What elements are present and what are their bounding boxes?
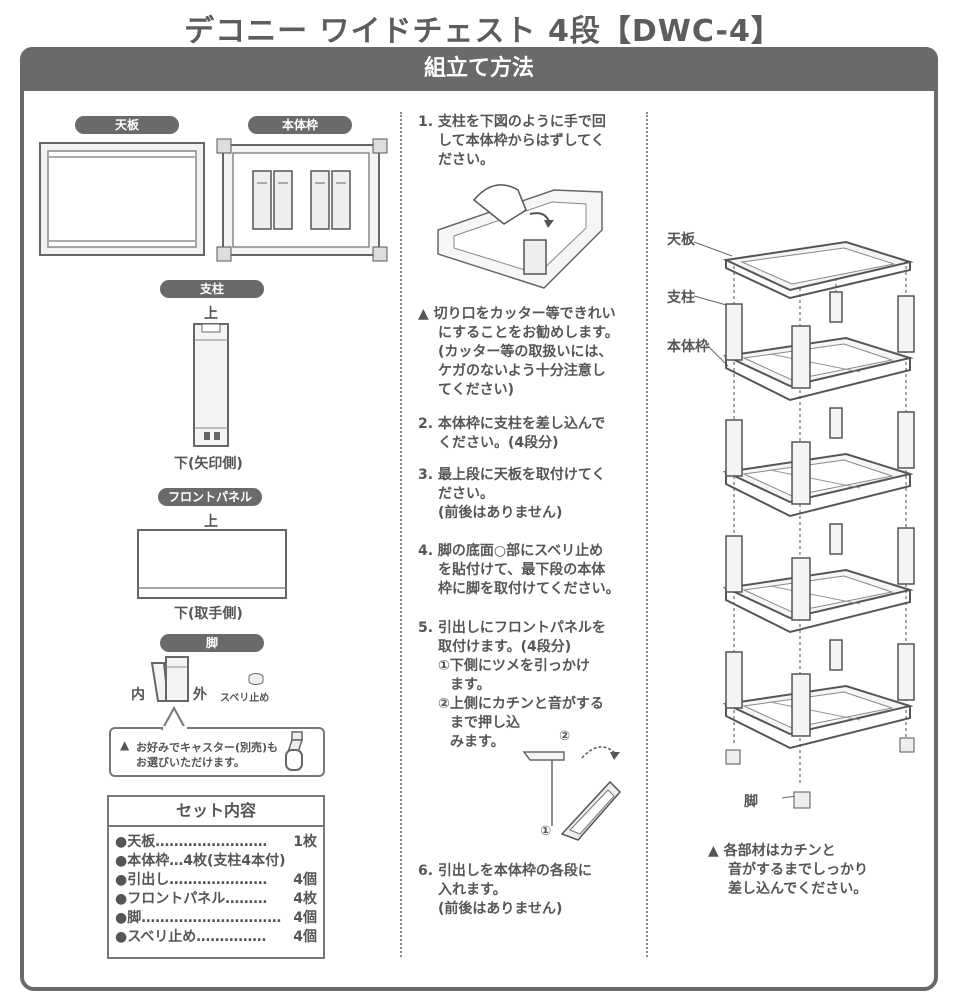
step-1-warning: ▲ 切り口をカッター等できれい にすることをお勧めします。 (カッター等の取扱い… bbox=[418, 306, 619, 398]
exploded-assembly-diagram bbox=[693, 240, 915, 809]
set-contents-heading: セット内容 bbox=[109, 797, 323, 827]
step-6: 6. 引出しを本体枠の各段に 入れます。 (前後はありません) bbox=[418, 863, 592, 917]
column-divider-right bbox=[646, 112, 648, 957]
set-item: ●脚…………………………4個 bbox=[115, 910, 317, 926]
caster-note-line-1: お好みでキャスター(別売)も bbox=[136, 741, 279, 754]
top-board-illustration bbox=[39, 142, 205, 256]
body-frame-tier bbox=[722, 291, 915, 402]
column-divider-left bbox=[400, 112, 402, 957]
label-top-board: 天板 bbox=[75, 116, 179, 134]
set-contents-box: セット内容 ●天板……………………1枚 ●本体枠…4枚(支柱4本付) ●引出し…… bbox=[107, 795, 325, 959]
set-item: ●引出し…………………4個 bbox=[115, 872, 317, 888]
warning-icon: ▲ bbox=[120, 738, 130, 752]
slip-stop-label: スベリ止め bbox=[220, 693, 270, 704]
body-frame-illustration bbox=[216, 138, 388, 262]
step-1: 1. 支柱を下図のように手で回 して本体枠からはずしてく ださい。 bbox=[418, 114, 606, 168]
step-4: 4. 脚の底面○部にスベリ止め を貼付けて、最下段の本体 枠に脚を取付けてくださ… bbox=[418, 543, 620, 597]
post-bottom-label: 下(矢印側) bbox=[174, 456, 243, 472]
warning-icon: ▲ bbox=[418, 306, 429, 322]
body-frame-tier bbox=[722, 523, 915, 634]
step-5-mark-1: ① bbox=[540, 824, 552, 839]
page-title: デコニー ワイドチェスト 4段【DWC-4】 bbox=[184, 14, 782, 49]
caster-note-line-2: お選びいただけます。 bbox=[136, 756, 245, 769]
step-2: 2. 本体枠に支柱を差し込んで ください。(4段分) bbox=[418, 416, 606, 451]
label-post: 支柱 bbox=[160, 280, 264, 298]
label-body-frame: 本体枠 bbox=[248, 116, 352, 134]
front-panel-top-label: 上 bbox=[204, 514, 218, 530]
set-item: ●天板……………………1枚 bbox=[115, 834, 317, 850]
slip-stop-illustration bbox=[248, 673, 264, 685]
caster-icon bbox=[285, 731, 304, 771]
callout-top-board: 天板 bbox=[667, 232, 695, 248]
body-frame-tier bbox=[722, 639, 915, 750]
leg-illustration bbox=[150, 656, 189, 702]
label-front-panel: フロントパネル bbox=[158, 488, 262, 506]
step-5: 5. 引出しにフロントパネルを 取付けます。(4段分) ①下側にツメを引っかけ … bbox=[418, 620, 606, 750]
leg-out-label: 外 bbox=[193, 687, 207, 703]
set-item: ●本体枠…4枚(支柱4本付) bbox=[115, 853, 286, 869]
set-item: ●フロントパネル………4枚 bbox=[115, 891, 317, 907]
callout-pointer bbox=[161, 705, 187, 731]
assembly-warning: ▲ 各部材はカチンと 音がするまでしっかり 差し込んでください。 bbox=[708, 843, 868, 897]
post-top-label: 上 bbox=[204, 306, 218, 322]
step-5-mark-2: ② bbox=[559, 729, 571, 744]
callout-body-frame: 本体枠 bbox=[667, 339, 709, 355]
callout-leg: 脚 bbox=[744, 794, 758, 810]
caster-note-box bbox=[109, 727, 325, 777]
callout-pointer-cover bbox=[163, 726, 187, 730]
body-frame-tier bbox=[722, 407, 915, 518]
warning-icon: ▲ bbox=[708, 843, 719, 859]
front-panel-illustration bbox=[137, 529, 287, 599]
front-panel-bottom-label: 下(取手側) bbox=[174, 606, 243, 622]
post-illustration bbox=[193, 323, 229, 447]
section-banner: 組立て方法 bbox=[20, 47, 938, 91]
step-3: 3. 最上段に天板を取付けてく ださい。 (前後はありません) bbox=[418, 467, 606, 521]
label-leg: 脚 bbox=[160, 634, 264, 652]
step-1-illustration bbox=[437, 184, 603, 289]
leg-in-label: 内 bbox=[131, 687, 145, 703]
set-item: ●スベリ止め……………4個 bbox=[115, 929, 317, 945]
step-5-illustration bbox=[522, 746, 622, 841]
callout-post: 支柱 bbox=[667, 290, 695, 306]
